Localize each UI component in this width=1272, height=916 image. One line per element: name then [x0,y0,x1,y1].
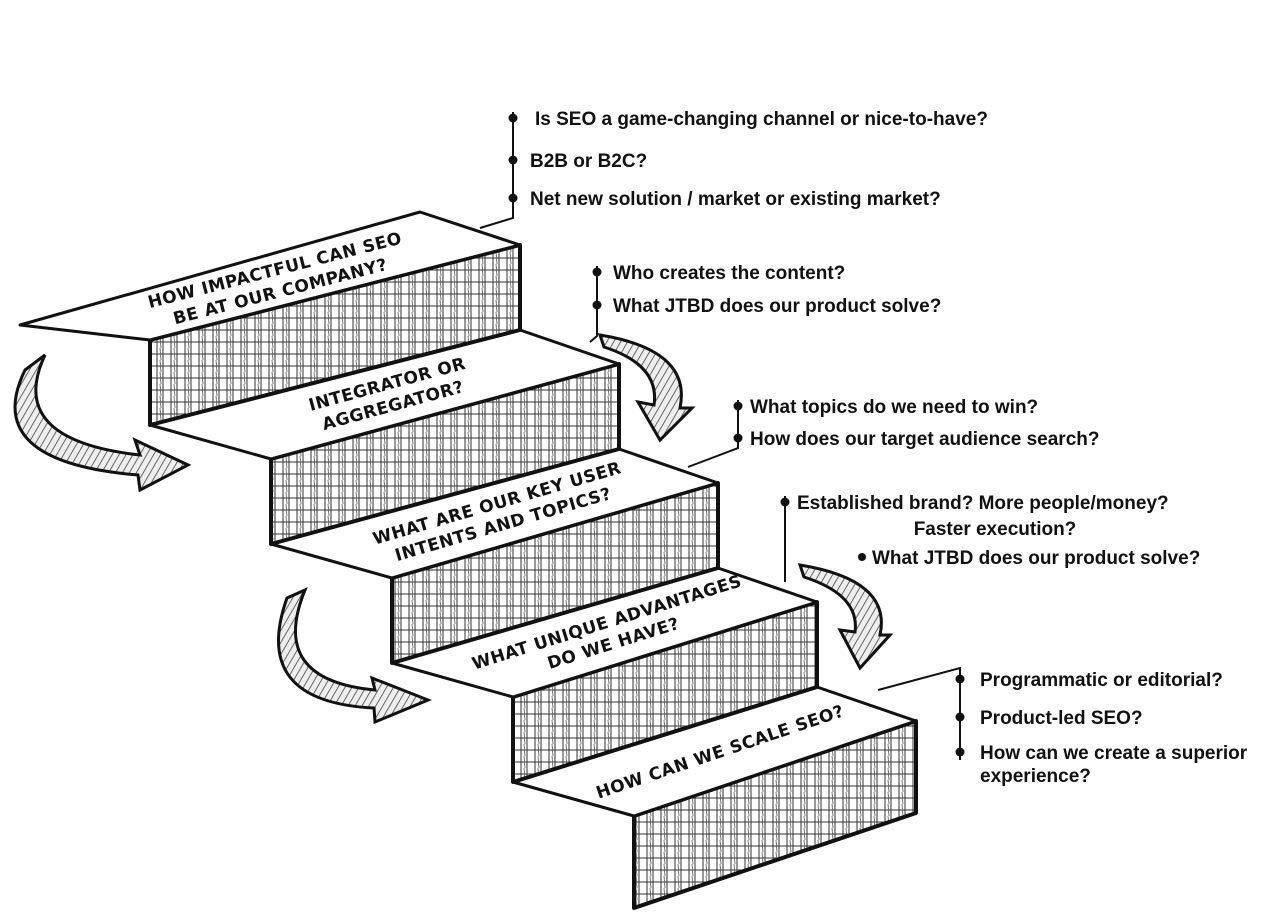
question-text: How can we create a superior [980,743,1248,764]
bullet-dot-icon [733,433,743,443]
step-top-face [18,210,522,342]
staircase: HOW CAN WE SCALE SEO?WHAT UNIQUE ADVANTA… [18,210,918,910]
question-text: experience? [980,766,1091,787]
bullet-dot-icon [780,497,790,507]
question-text: What JTBD does our product solve? [613,296,941,317]
question-text: Programmatic or editorial? [980,670,1223,691]
bullet-dot-icon [858,553,866,561]
curved-arrow-icon [277,587,433,725]
bullet-dot-icon [955,747,965,757]
question-text: What topics do we need to win? [750,397,1038,418]
bullet-dot-icon [955,712,965,722]
question-group-2: Who creates the content? What JTBD does … [592,263,941,317]
curved-arrow-icon [597,333,696,443]
bullet-dot-icon [955,674,965,684]
question-text: B2B or B2C? [530,151,647,172]
bullet-dot-icon [592,267,602,277]
question-text: Net new solution / market or existing ma… [530,189,941,210]
question-text: Who creates the content? [613,263,845,284]
bullet-dot-icon [508,193,518,203]
question-group-4: Established brand? More people/money? Fa… [780,493,1200,569]
question-group-1: Is SEO a game-changing channel or nice-t… [508,109,988,210]
curved-arrow-icon [13,353,192,493]
curved-arrow-icon [797,563,894,671]
question-text: Product-led SEO? [980,708,1143,729]
question-text: Established brand? More people/money? [797,493,1169,514]
connector-lines [479,112,961,760]
question-text: Is SEO a game-changing channel or nice-t… [535,109,988,130]
question-group-3: What topics do we need to win? How does … [733,397,1099,450]
question-text: Faster execution? [914,519,1077,540]
bullet-dot-icon [592,300,602,310]
bullet-dot-icon [508,113,518,123]
question-text: How does our target audience search? [750,429,1099,450]
bullet-dot-icon [508,155,518,165]
question-group-5: Programmatic or editorial? Product-led S… [955,670,1248,787]
bullet-dot-icon [733,401,743,411]
question-text: What JTBD does our product solve? [872,548,1200,569]
